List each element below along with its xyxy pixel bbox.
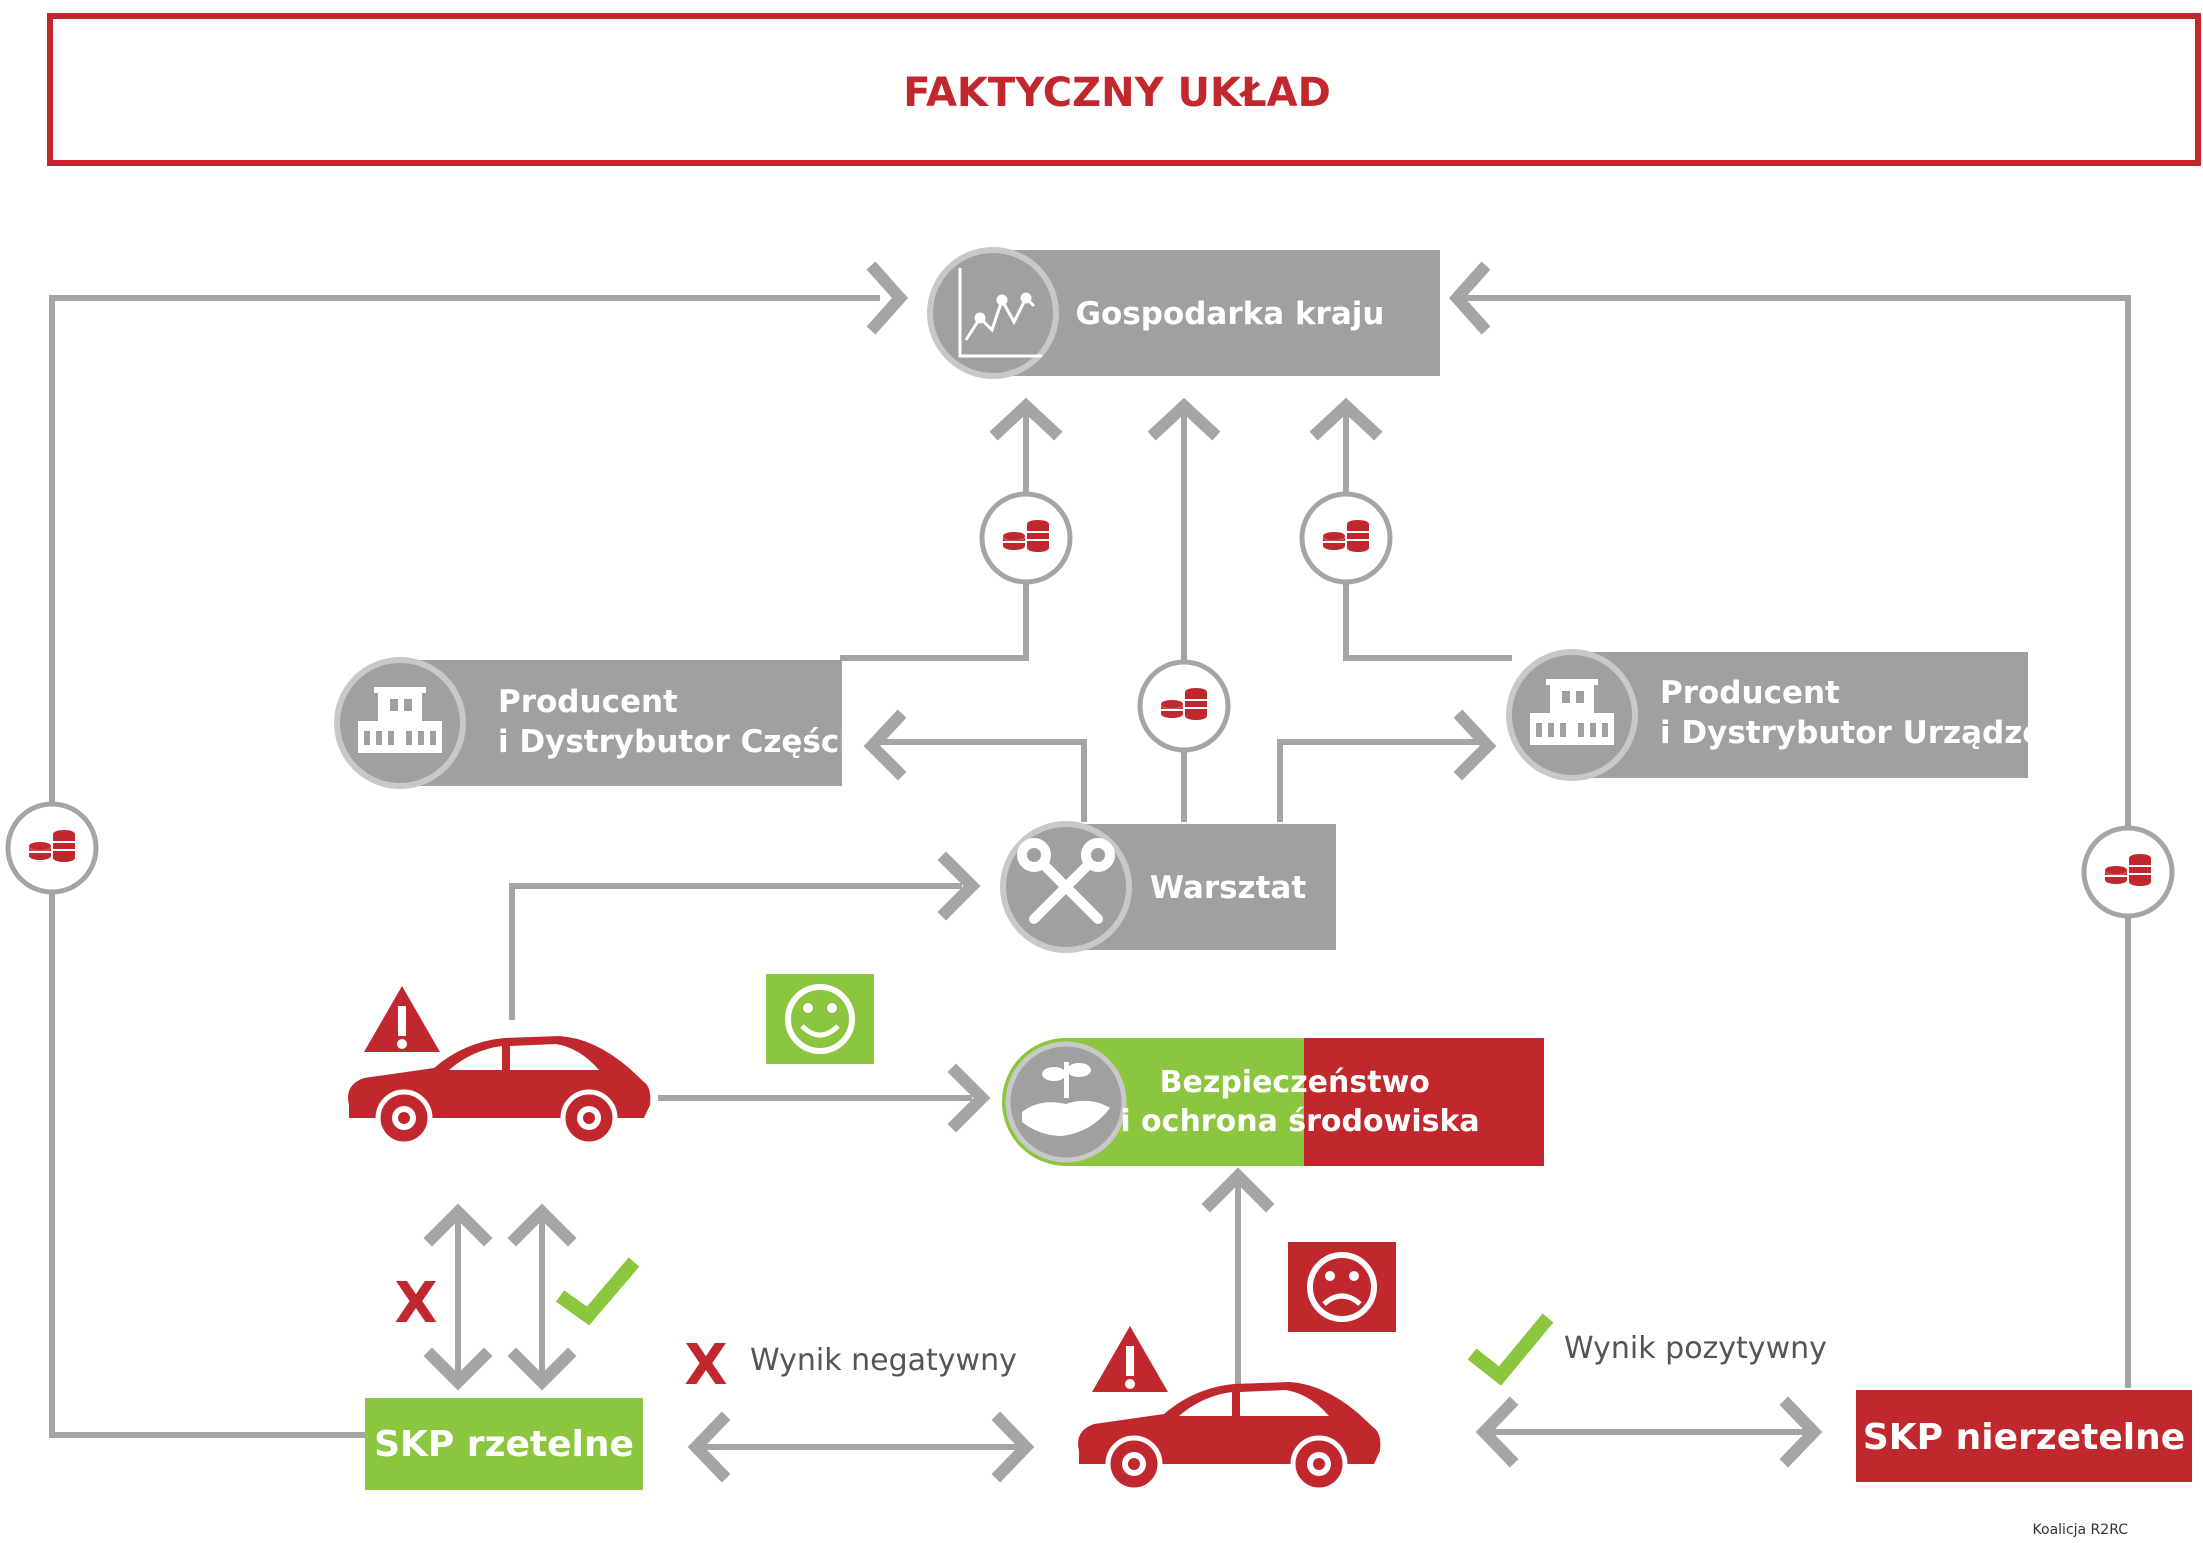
workshop-to-parts-line [870, 739, 1087, 822]
arrowhead-nierzetelne-right [1779, 1396, 1823, 1468]
safety-node: Bezpieczeństwo i ochrona środowiska [1002, 1038, 1544, 1166]
arrowhead-v1-up [423, 1203, 493, 1247]
workshop-node: Warsztat [1000, 821, 1336, 953]
skp-rzetelne-label: SKP rzetelne [374, 1424, 634, 1465]
coins-icon [1299, 491, 1393, 585]
check-icon [555, 1257, 640, 1326]
svg-text:Producent i Dystrybutor: Producent i Dystrybutor Urządzeń [1660, 675, 2065, 751]
coins-icon [2081, 825, 2175, 919]
negative-result-label: Wynik negatywny [750, 1343, 1017, 1378]
chart-icon [958, 268, 1042, 358]
page-title: FAKTYCZNY UKŁAD [903, 70, 1331, 116]
devices-producer-line1: Producent [1660, 675, 1840, 711]
skp-rzetelne-node: SKP rzetelne [365, 1398, 643, 1490]
parts-producer-line2: i Dystrybutor Części [498, 724, 850, 760]
parts-producer-node: Producent i Dystrybutor Części [334, 657, 850, 789]
car-icon [1078, 1382, 1380, 1490]
arrowhead-workshop-up [1147, 397, 1221, 441]
devices-producer-node: Producent i Dystrybutor Urządzeń [1506, 649, 2065, 781]
warning-icon [364, 986, 440, 1052]
x-mark-left: X [394, 1271, 437, 1336]
tools-icon [1017, 838, 1115, 924]
safety-line2: i ochrona środowiska [1120, 1104, 1479, 1139]
arrowhead-car-right [991, 1411, 1035, 1483]
coins-icon [5, 801, 99, 895]
safety-line1: Bezpieczeństwo [1160, 1065, 1430, 1100]
arrowhead-right-economy [1448, 261, 1491, 335]
arrowhead-v2-down [507, 1347, 577, 1391]
header-frame [47, 13, 2201, 166]
arrowhead-v1-down [423, 1347, 493, 1391]
source-label: Koalicja R2RC [2033, 1522, 2129, 1538]
skp-nierzetelne-label: SKP nierzetelne [1863, 1417, 2185, 1458]
smile-icon [766, 974, 874, 1064]
arrowhead-to-parts [863, 709, 907, 781]
car-to-workshop-line [509, 883, 962, 1020]
workshop-to-devices-line [1277, 739, 1480, 822]
coins-icon [1137, 659, 1231, 753]
arrowhead-to-workshop [937, 851, 981, 921]
arrowhead-to-safety [947, 1063, 991, 1133]
right-outer-line [1462, 295, 2131, 1388]
parts-producer-line1: Producent [498, 684, 678, 720]
arrowhead-to-devices [1453, 709, 1497, 781]
arrowhead-rzetelne-left [687, 1411, 731, 1483]
workshop-label: Warsztat [1150, 870, 1307, 906]
coins-icon [979, 491, 1073, 585]
positive-result-label: Wynik pozytywny [1564, 1331, 1827, 1366]
economy-label: Gospodarka kraju [1076, 296, 1385, 332]
arrowhead-devices-up [1309, 397, 1383, 441]
svg-text:Producent i Dystrybutor: Producent i Dystrybutor Części [498, 684, 850, 760]
economy-node: Gospodarka kraju [927, 247, 1440, 379]
arrowhead-v2-up [507, 1203, 577, 1247]
check-icon [1467, 1313, 1554, 1386]
left-outer-line [49, 295, 880, 1438]
arrowhead-left-economy [866, 261, 909, 335]
sad-icon [1288, 1242, 1396, 1332]
arrowhead-parts-up [989, 397, 1063, 441]
devices-producer-line2: i Dystrybutor Urządzeń [1660, 715, 2065, 751]
warning-icon [1092, 1326, 1168, 1392]
svg-text:Bezpieczeństwo i ochrona: Bezpieczeństwo i ochrona środowiska [1120, 1065, 1479, 1139]
arrowhead-safety-up [1201, 1167, 1275, 1213]
skp-nierzetelne-node: SKP nierzetelne [1856, 1390, 2192, 1482]
arrowhead-car-left [1475, 1396, 1519, 1468]
plant-hand-icon [1022, 1062, 1110, 1136]
car-icon [348, 1036, 650, 1144]
x-mark-bottom: X [684, 1333, 727, 1398]
